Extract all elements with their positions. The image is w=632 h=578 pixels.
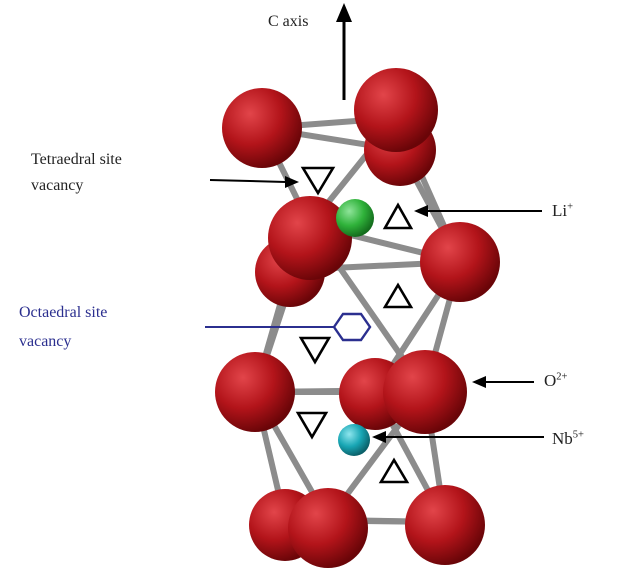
- vacancy-triangles: [295, 166, 414, 484]
- oxygen-atom: [420, 222, 500, 302]
- octahedral-label-line1: Octaedral site: [19, 304, 108, 321]
- oxygen-atom: [405, 485, 485, 565]
- lithium-atom: [336, 199, 374, 237]
- niobium-charge: 5+: [572, 429, 584, 441]
- pointer-arrows: [209, 176, 544, 443]
- c-axis-label: C axis: [268, 13, 309, 30]
- up-triangle: [382, 282, 414, 309]
- octahedral-vacancy-marker: [205, 312, 372, 342]
- lithium-label: Li+: [552, 200, 573, 221]
- oxygen-atom: [215, 352, 295, 432]
- lithium-symbol: Li: [552, 201, 568, 220]
- arrow-to-lithium: [414, 205, 542, 217]
- niobium-atom: [338, 424, 370, 456]
- oxygen-atom: [354, 68, 438, 152]
- oxygen-label: O2+: [544, 370, 568, 391]
- up-triangle: [382, 202, 414, 230]
- lithium-charge: +: [567, 201, 574, 213]
- arrow-to-tetrahedral-vacancy: [209, 176, 299, 188]
- oxygen-atoms: [215, 68, 500, 568]
- arrow-to-oxygen: [472, 376, 534, 388]
- down-triangle: [298, 336, 332, 365]
- niobium-label: Nb5+: [552, 428, 584, 449]
- down-triangle: [295, 411, 329, 440]
- arrow-to-niobium: [372, 431, 544, 443]
- oxygen-atom: [383, 350, 467, 434]
- oxygen-atom: [268, 196, 352, 280]
- oxygen-symbol: O: [544, 371, 557, 390]
- octahedral-vacancy-label: Octaedral site vacancy: [19, 303, 107, 352]
- up-triangle: [378, 457, 410, 484]
- tetrahedral-label-line1: Tetraedral site: [31, 151, 122, 168]
- niobium-symbol: Nb: [552, 429, 573, 448]
- octahedral-label-line2: vacancy: [19, 333, 72, 350]
- tetrahedral-vacancy-label: Tetraedral site vacancy: [31, 150, 122, 196]
- c-axis-arrow: [336, 3, 352, 100]
- oxygen-charge: 2+: [556, 371, 568, 383]
- oxygen-atom: [288, 488, 368, 568]
- oxygen-atom: [222, 88, 302, 168]
- tetrahedral-label-line2: vacancy: [31, 177, 84, 194]
- down-triangle: [300, 166, 336, 196]
